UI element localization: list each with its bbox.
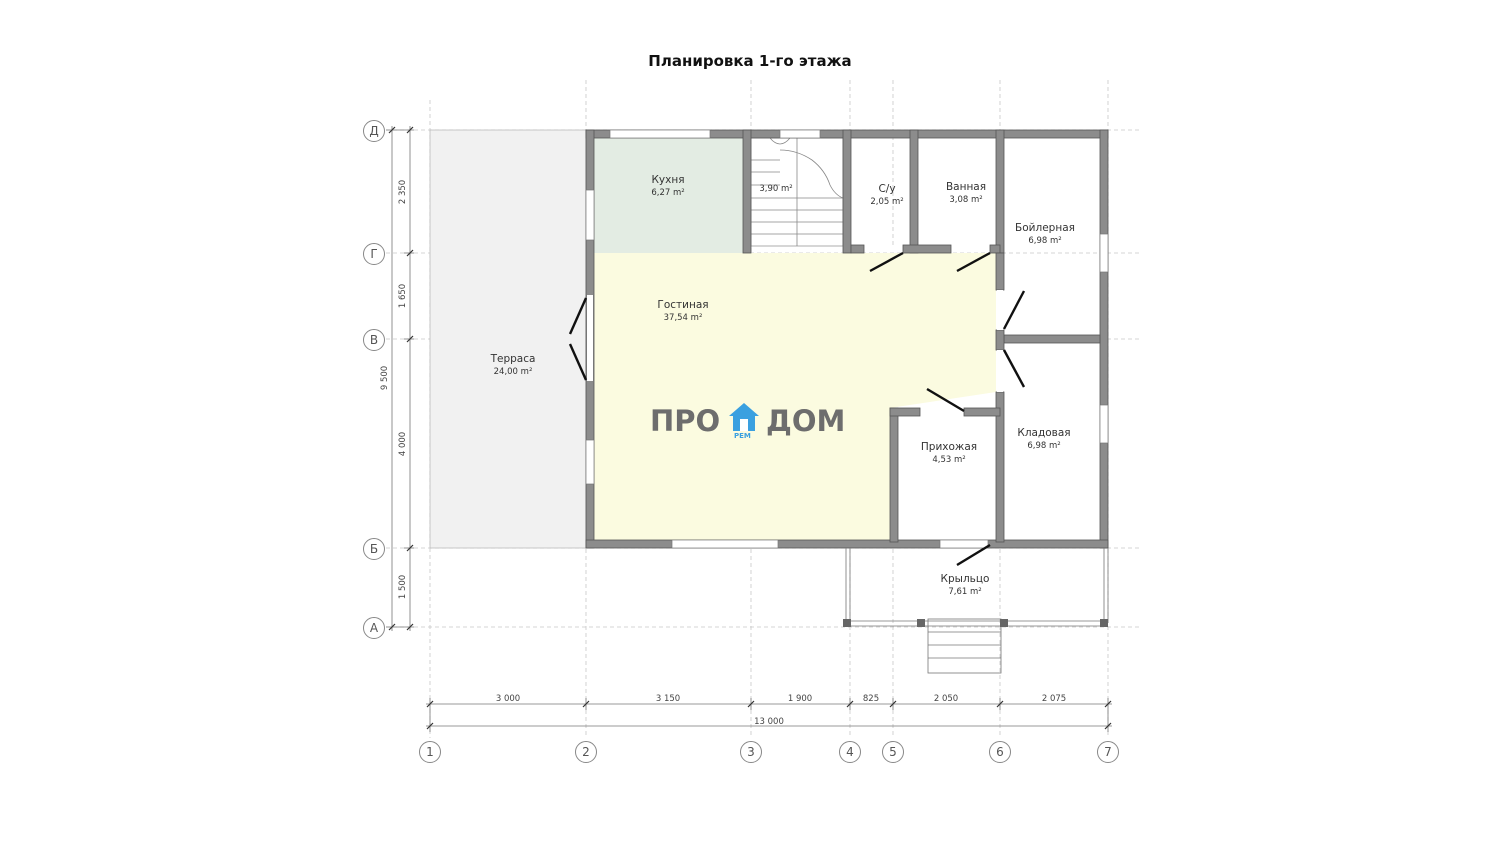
logo-subtext: РЕМ (734, 432, 751, 440)
axis-row-b: Б (363, 538, 385, 560)
dim-h-5: 2 050 (933, 694, 959, 704)
dim-v-3: 4 000 (398, 431, 408, 457)
room-terrace-area: 24,00 m² (493, 367, 533, 377)
room-porch: Крыльцо 7,61 m² (941, 573, 990, 599)
doors (568, 251, 1026, 567)
room-bath: Ванная 3,08 m² (946, 181, 986, 207)
room-wc-area: 2,05 m² (870, 197, 904, 207)
room-wc: С/у 2,05 m² (870, 183, 903, 209)
axis-col-7: 7 (1097, 741, 1119, 763)
dim-h-1: 3 000 (495, 694, 521, 704)
room-boiler: Бойлерная 6,98 m² (1015, 222, 1075, 248)
porch (845, 548, 1109, 674)
room-living: Гостиная 37,54 m² (657, 299, 708, 325)
axis-row-a: А (363, 617, 385, 639)
plan-title: Планировка 1-го этажа (648, 52, 852, 70)
dim-v-4: 1 500 (398, 574, 408, 600)
staircase (750, 137, 844, 247)
room-porch-area: 7,61 m² (948, 587, 982, 597)
room-stairs-area: 3,90 m² (759, 184, 793, 194)
dim-v-1: 2 350 (398, 179, 408, 205)
kitchen-area (594, 138, 743, 253)
dim-h-3: 1 900 (787, 694, 813, 704)
room-living-name: Гостиная (657, 299, 709, 311)
axis-col-4: 4 (839, 741, 861, 763)
axis-row-d: Д (363, 120, 385, 142)
axis-col-6: 6 (989, 741, 1011, 763)
axis-col-2: 2 (575, 741, 597, 763)
room-kitchen: Кухня 6,27 m² (651, 174, 684, 200)
axis-row-g: Г (363, 243, 385, 265)
room-boiler-area: 6,98 m² (1028, 236, 1062, 246)
living-area (594, 253, 996, 540)
room-porch-name: Крыльцо (940, 573, 990, 585)
dim-h-4: 825 (862, 694, 880, 704)
room-boiler-name: Бойлерная (1015, 222, 1075, 234)
room-bath-name: Ванная (945, 181, 987, 193)
room-storage: Кладовая 6,98 m² (1017, 427, 1070, 453)
room-kitchen-name: Кухня (651, 174, 685, 186)
room-terrace: Терраса 24,00 m² (491, 353, 536, 379)
dim-v-total: 9 500 (380, 365, 390, 391)
room-kitchen-area: 6,27 m² (651, 188, 685, 198)
dimension-lines (386, 126, 1112, 732)
prodom-logo: ПРО ДОМ РЕМ (650, 402, 850, 442)
room-stairs: 3,90 m² (759, 183, 792, 196)
axis-col-3: 3 (740, 741, 762, 763)
porch-posts (843, 619, 1108, 627)
room-hall: Прихожая 4,53 m² (921, 441, 977, 467)
room-hall-name: Прихожая (920, 441, 978, 453)
logo-text-left: ПРО (650, 404, 721, 438)
terrace-area (429, 129, 587, 549)
room-terrace-name: Терраса (490, 353, 536, 365)
axis-row-v: В (363, 329, 385, 351)
house-icon (729, 403, 759, 431)
windows (585, 129, 1109, 549)
dim-h-2: 3 150 (655, 694, 681, 704)
dimension-ticks (388, 126, 1112, 730)
dim-h-total: 13 000 (754, 717, 784, 727)
room-storage-name: Кладовая (1017, 427, 1071, 439)
room-wc-name: С/у (878, 183, 896, 195)
dim-v-2: 1 650 (398, 283, 408, 309)
dim-h-6: 2 075 (1041, 694, 1067, 704)
logo-text-right: ДОМ (766, 404, 846, 438)
room-storage-area: 6,98 m² (1027, 441, 1061, 451)
axis-col-1: 1 (419, 741, 441, 763)
room-hall-area: 4,53 m² (932, 455, 966, 465)
door-openings (587, 246, 1003, 415)
room-bath-area: 3,08 m² (949, 195, 983, 205)
room-living-area: 37,54 m² (663, 313, 703, 323)
axis-col-5: 5 (882, 741, 904, 763)
